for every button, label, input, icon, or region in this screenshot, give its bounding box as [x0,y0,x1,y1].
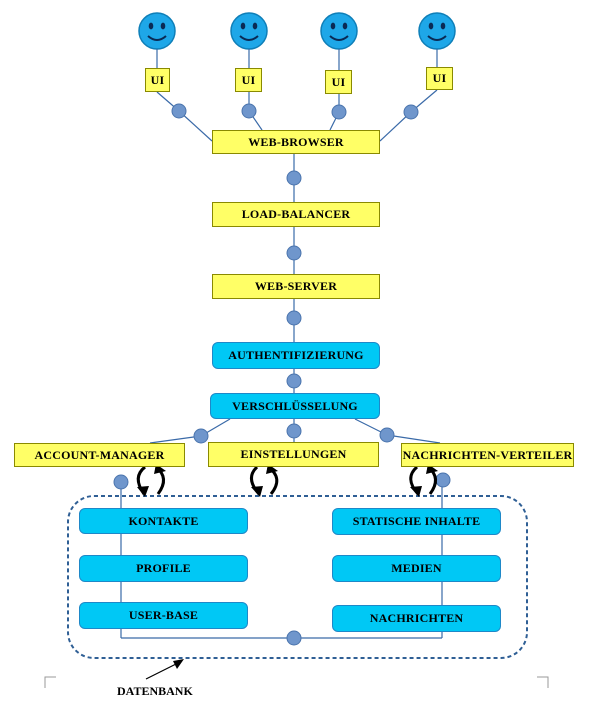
kontakte-box: KONTAKTE [79,508,248,534]
authentifizierung-box: AUTHENTIFIZIERUNG [212,342,380,369]
medien-box: MEDIEN [332,555,501,582]
nachrichten-box: NACHRICHTEN [332,605,501,632]
web-browser-box: WEB-BROWSER [212,130,380,154]
user-icon [418,12,456,50]
account-manager-box: ACCOUNT-MANAGER [14,443,185,467]
user-icon [230,12,268,50]
load-balancer-box: LOAD-BALANCER [212,202,380,227]
profile-box: PROFILE [79,555,248,582]
user-base-box: USER-BASE [79,602,248,629]
ui-box-2: UI [235,68,262,92]
einstellungen-box: EINSTELLUNGEN [208,442,379,467]
nachrichten-verteiler-box: NACHRICHTEN-VERTEILER [401,443,574,467]
verschluesselung-box: VERSCHLÜSSELUNG [210,393,380,419]
user-icon [320,12,358,50]
connector-nodes [113,103,451,646]
user-icon [138,12,176,50]
datenbank-label: DATENBANK [117,684,193,698]
datenbank-pointer [145,661,181,680]
ui-box-1: UI [145,68,170,92]
crop-marks [44,676,549,688]
web-server-box: WEB-SERVER [212,274,380,299]
statische-inhalte-box: STATISCHE INHALTE [332,508,501,535]
ui-box-4: UI [426,67,453,90]
ui-box-3: UI [325,70,352,94]
database-boundary [67,495,528,659]
